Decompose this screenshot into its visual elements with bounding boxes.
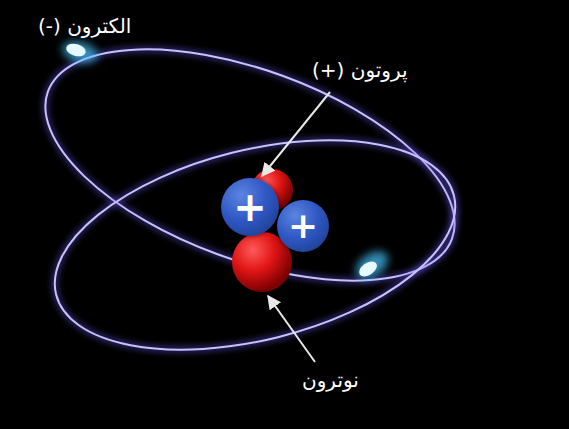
leader-arrow (262, 92, 330, 176)
part-label: نوترون (302, 368, 359, 392)
orbit (15, 2, 484, 328)
charge-sign: + (233, 187, 267, 227)
part-label: الکترون (-) (38, 14, 131, 38)
charge-sign: + (288, 208, 318, 244)
proton-sphere: + (277, 200, 329, 252)
electron (60, 38, 100, 67)
leader-arrow (268, 296, 315, 362)
proton-sphere: + (221, 178, 279, 236)
part-label: پروتون (+) (312, 58, 408, 82)
orbit (33, 103, 477, 387)
electron (351, 246, 393, 285)
